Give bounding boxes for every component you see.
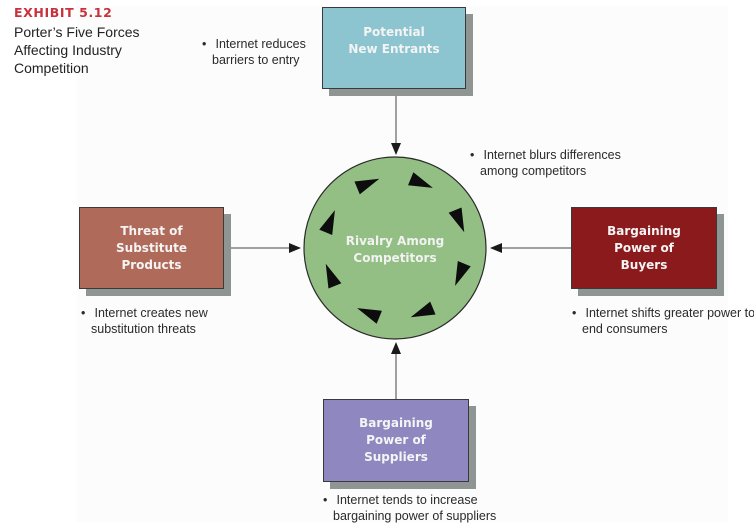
rivalry-arrowhead-icon: [410, 301, 436, 318]
rivalry-arrowhead-icon: [357, 308, 382, 324]
substitutes-note: Internet creates new substitution threat…: [81, 305, 251, 337]
buyers-box: Bargaining Power of Buyers: [571, 207, 717, 289]
suppliers-label: Bargaining Power of Suppliers: [359, 416, 433, 464]
rivalry-circle: [303, 156, 487, 340]
rivalry-arrowhead-icon: [319, 210, 335, 235]
rivalry-arrowhead-icon: [354, 178, 380, 195]
buyers-label: Bargaining Power of Buyers: [607, 223, 681, 272]
rivalry-arrowhead-icon: [325, 263, 342, 289]
buyers-note: Internet shifts greater power to end con…: [572, 305, 754, 337]
exhibit-title: Porter’s Five Forces Affecting Industry …: [14, 24, 140, 76]
new-entrants-note: Internet reduces barriers to entry: [202, 36, 332, 68]
rivalry-note: Internet blurs differences among competi…: [470, 147, 660, 179]
rivalry-label-line1: Rivalry Among: [346, 234, 444, 248]
substitutes-label: Threat of Substitute Products: [116, 223, 187, 272]
rivalry-arrowheads: [319, 172, 471, 324]
exhibit-label: EXHIBIT 5.12: [14, 5, 113, 20]
suppliers-box: Bargaining Power of Suppliers: [323, 399, 469, 482]
new-entrants-label: Potential New Entrants: [348, 25, 440, 56]
rivalry-arrowhead-icon: [455, 261, 471, 286]
rivalry-arrowhead-icon: [448, 207, 465, 233]
new-entrants-box: Potential New Entrants: [322, 7, 466, 89]
rivalry-arrowhead-icon: [408, 172, 433, 188]
suppliers-note: Internet tends to increase bargaining po…: [323, 492, 533, 524]
rivalry-label-line2: Competitors: [353, 251, 436, 265]
substitutes-box: Threat of Substitute Products: [79, 207, 224, 289]
